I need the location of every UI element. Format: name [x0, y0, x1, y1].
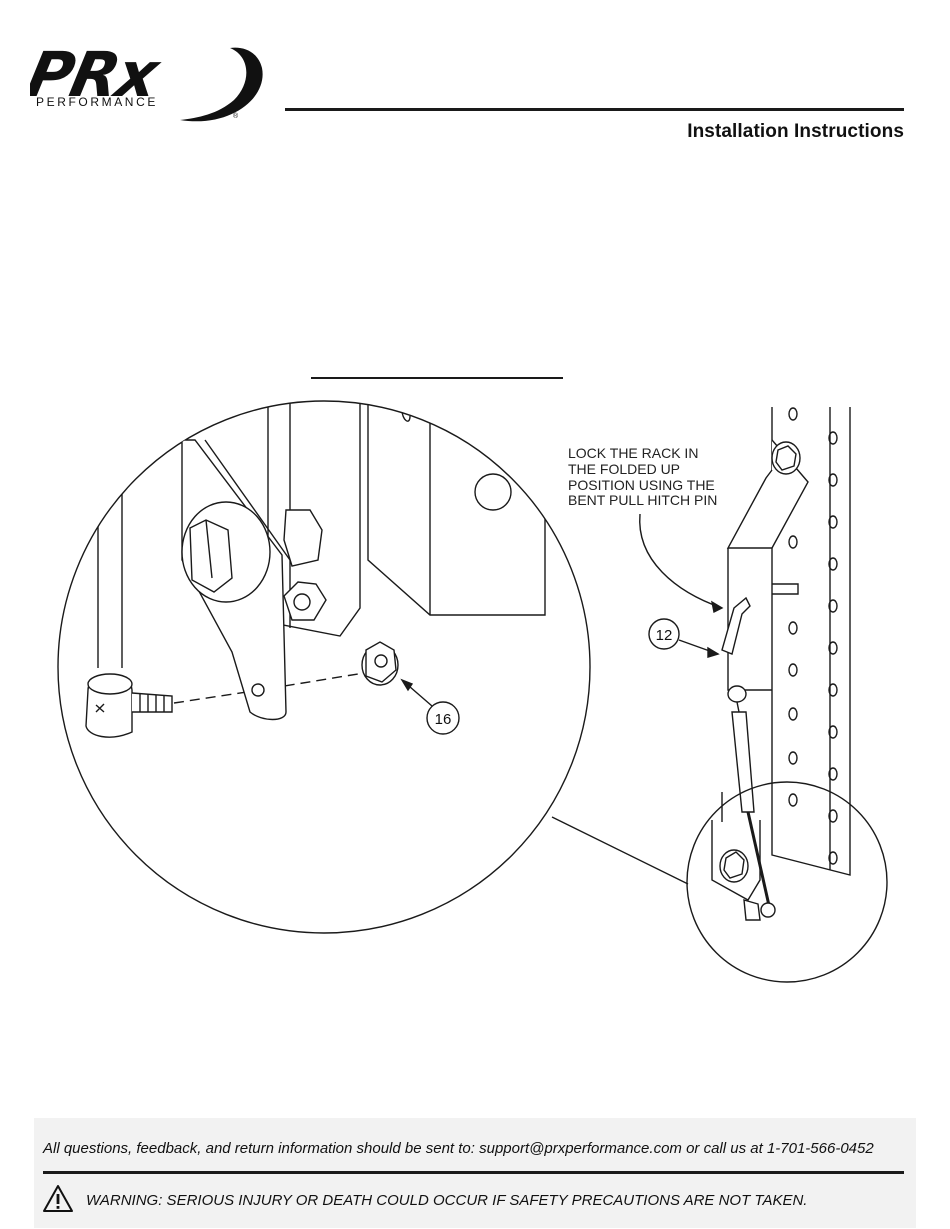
item-balloon-16	[426, 701, 460, 735]
footer-rule	[43, 1171, 904, 1174]
contact-info: All questions, feedback, and return info…	[43, 1140, 874, 1157]
prx-performance-logo: PRx PERFORMANCE ®	[30, 39, 263, 122]
detail-zoom-contents	[85, 401, 546, 738]
header-rule	[285, 108, 904, 111]
detail-callout-contents	[711, 792, 776, 921]
safety-warning: WARNING: SERIOUS INJURY OR DEATH COULD O…	[86, 1192, 808, 1209]
assembly-drawing: LOCK THE RACK IN THE FOLDED UP POSITION …	[57, 400, 888, 983]
logo-registered-mark: ®	[233, 112, 239, 120]
logo-swoosh	[180, 47, 263, 122]
upright-hole-pattern	[788, 407, 838, 865]
warning-triangle-icon	[43, 1185, 73, 1212]
detail-zoom-circle	[57, 400, 591, 934]
detail-callout-circle	[686, 781, 888, 983]
item-balloon-12	[648, 618, 680, 650]
doc-title: Installation Instructions	[687, 121, 904, 142]
callout-line-2: THE FOLDED UP	[568, 461, 680, 477]
logo-performance: PERFORMANCE	[36, 95, 158, 109]
callout-line-3: POSITION USING THE	[568, 477, 715, 493]
section-heading-rule	[311, 377, 563, 379]
item-number-16: 16	[435, 711, 452, 728]
logo-wordmark: PRx	[30, 39, 168, 111]
callout-line-4: BENT PULL HITCH PIN	[568, 492, 717, 508]
callout-line-1: LOCK THE RACK IN	[568, 445, 698, 461]
item-number-12: 12	[656, 627, 673, 644]
